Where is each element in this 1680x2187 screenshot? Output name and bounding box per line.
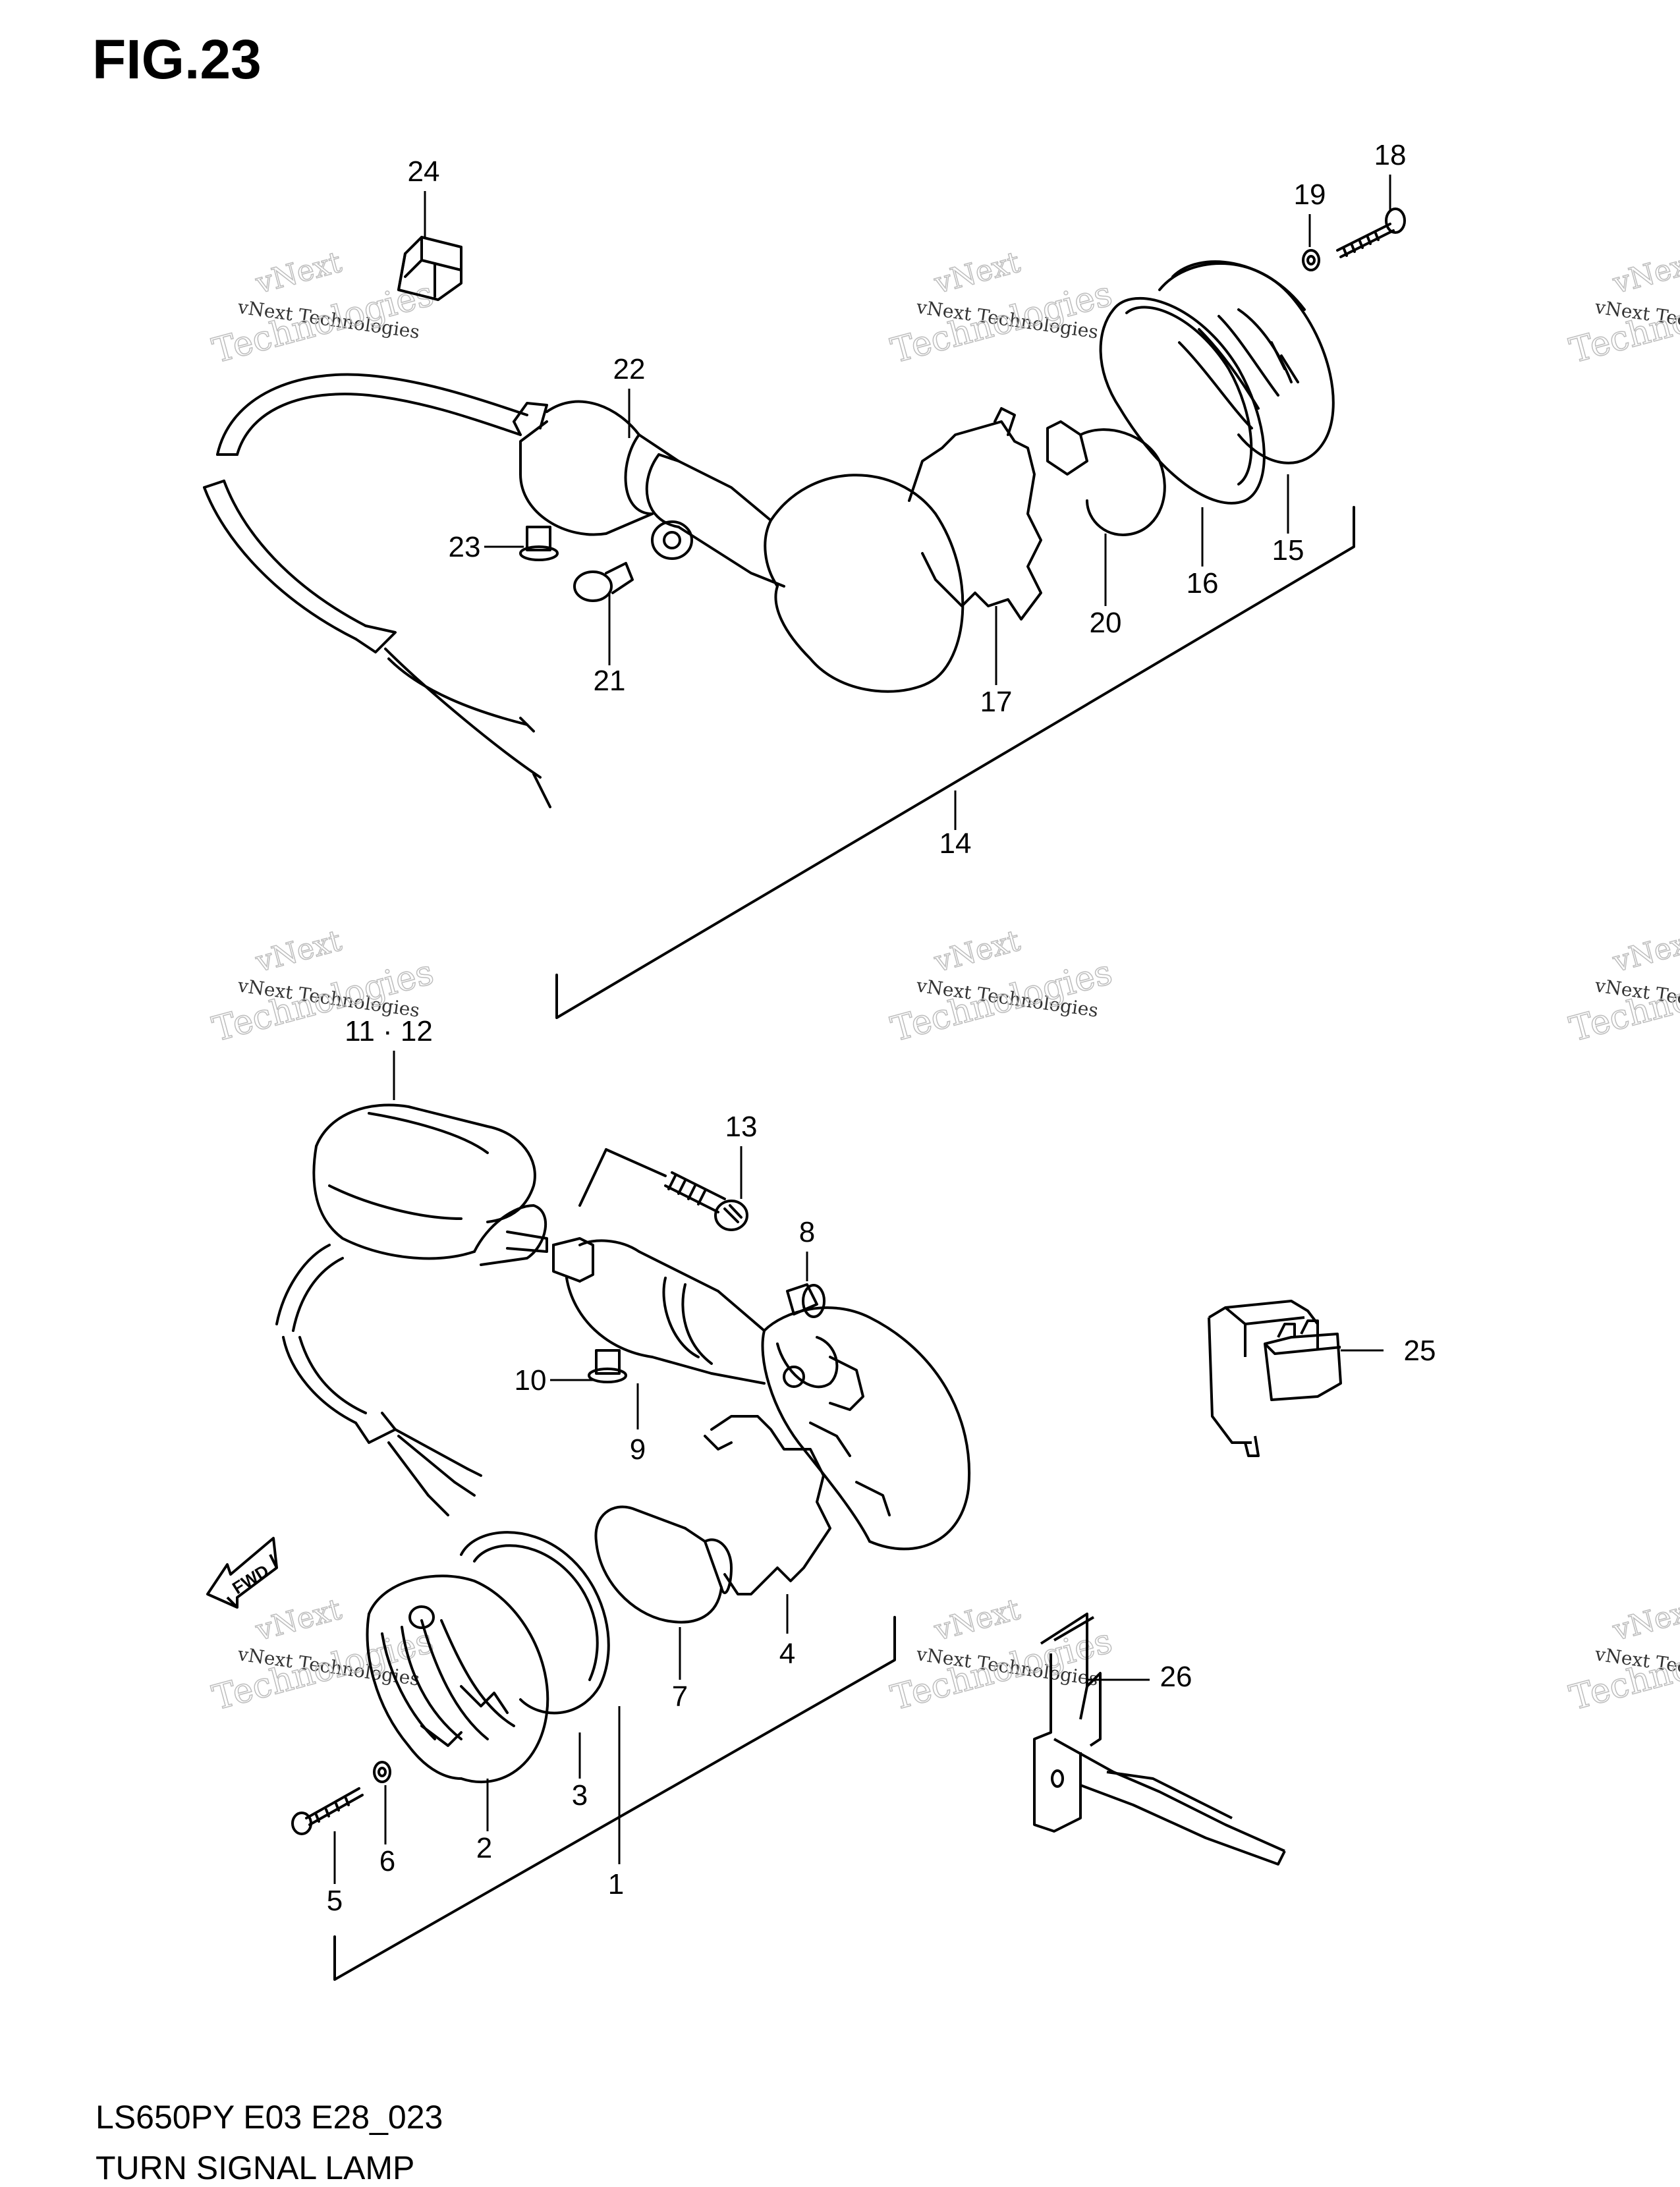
part-13-screw	[664, 1171, 748, 1231]
part-26-bracket	[1033, 1613, 1286, 1866]
callout-16: 17	[980, 686, 1013, 718]
part-3-gasket	[460, 1531, 610, 1715]
part-11-12-cover	[312, 1103, 547, 1266]
part-20-bulb	[1046, 420, 1166, 536]
figure-title: FIG.23	[92, 28, 262, 90]
part-21-screw	[573, 562, 634, 602]
lamp-body-shell	[764, 474, 965, 693]
callout-19: 20	[1090, 607, 1122, 639]
watermark-outline-top: vNext	[930, 1592, 1024, 1647]
callout-23: 24	[408, 155, 440, 188]
part-9-housing	[506, 1231, 766, 1385]
figure-name: TURN SIGNAL LAMP	[96, 2149, 415, 2186]
callout-15: 16	[1187, 567, 1219, 599]
fwd-direction-arrow: FWD	[206, 1537, 278, 1609]
callout-17: 18	[1374, 139, 1407, 171]
watermark-outline-top: vNext	[1609, 1592, 1680, 1647]
watermark-outline-top: vNext	[1609, 924, 1680, 979]
upper-wire-harness	[203, 373, 551, 808]
watermark-outline-top: vNext	[930, 245, 1024, 300]
callout-11: 11 · 12	[345, 1015, 433, 1047]
watermark-outline-top: vNext	[252, 924, 345, 979]
callout-18: 19	[1294, 179, 1326, 211]
callout-22: 23	[449, 531, 481, 563]
callout-6: 6	[379, 1845, 395, 1877]
part-6-washer	[373, 1761, 391, 1783]
part-25-relay	[1208, 1300, 1342, 1457]
lamp-rear-shell	[761, 1306, 971, 1551]
part-19-washer	[1302, 249, 1320, 271]
callout-5: 5	[327, 1885, 343, 1917]
callout-25: 26	[1160, 1661, 1192, 1693]
callout-13: 14	[939, 827, 972, 860]
callout-2: 2	[476, 1832, 492, 1864]
part-2-lens	[366, 1574, 549, 1783]
watermark-outline-top: vNext	[252, 245, 345, 300]
callout-7: 7	[672, 1680, 688, 1713]
lower-wire-harness	[275, 1244, 482, 1516]
callout-1: 1	[608, 1868, 624, 1900]
part-8-screw	[786, 1283, 826, 1318]
part-18-screw	[1336, 208, 1406, 258]
callout-4: 4	[779, 1638, 795, 1670]
callout-10: 10	[515, 1364, 547, 1397]
callout-8: 8	[799, 1216, 815, 1248]
callout-20: 21	[594, 665, 626, 697]
watermark-outline-top: vNext	[1609, 245, 1680, 300]
part-15-lens	[1158, 260, 1335, 464]
part-7-bulb	[594, 1505, 733, 1624]
part-10-screw	[588, 1349, 627, 1383]
callout-21: 22	[613, 353, 646, 385]
watermark-outline-top: vNext	[252, 1592, 345, 1647]
part-5-screw	[291, 1787, 364, 1835]
front-turn-signal-assembly	[275, 1103, 971, 1981]
callout-9: 9	[630, 1433, 646, 1466]
part-16-gasket	[1099, 296, 1266, 505]
callout-3: 3	[572, 1779, 588, 1812]
watermark-outline-top: vNext	[930, 924, 1024, 979]
part-22-housing	[513, 400, 785, 588]
model-code: LS650PY E03 E28_023	[96, 2099, 443, 2136]
part-17-bracket	[908, 407, 1042, 621]
part-24-clamp	[397, 236, 462, 301]
callout-12: 13	[725, 1111, 758, 1143]
part-4-bracket	[704, 1415, 831, 1595]
bracket-14	[555, 506, 1355, 1019]
callout-leader-lines	[333, 175, 1391, 1884]
bracket-1	[333, 1616, 896, 1981]
callout-14: 15	[1272, 534, 1304, 567]
part-23-screw	[519, 526, 559, 561]
rear-turn-signal-assembly	[203, 208, 1406, 1019]
callout-24: 25	[1404, 1335, 1436, 1367]
